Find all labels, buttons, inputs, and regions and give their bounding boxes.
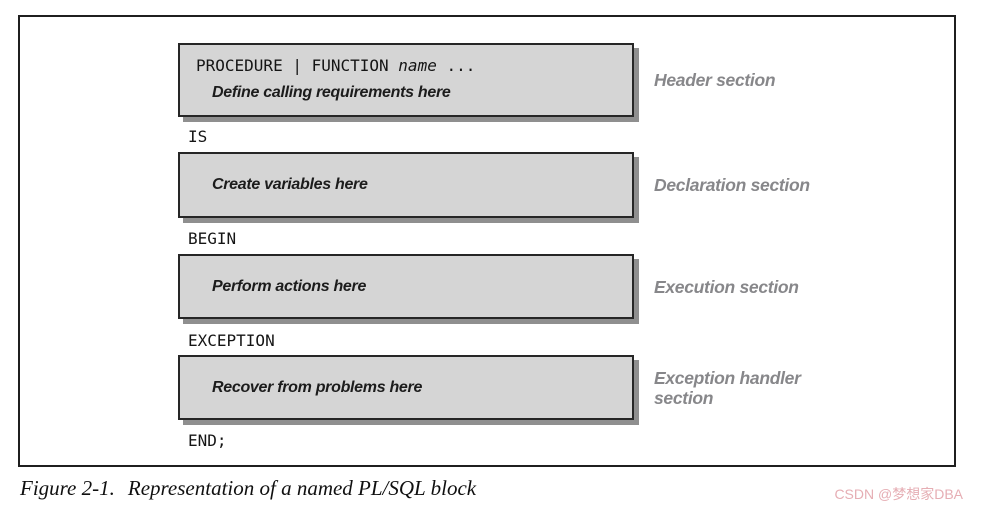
header-section-box: PROCEDURE | FUNCTION name ... Define cal… bbox=[178, 43, 634, 117]
execution-note: Perform actions here bbox=[212, 277, 367, 295]
figure-caption-text: Representation of a named PL/SQL block bbox=[127, 476, 477, 500]
code-procedure-function: PROCEDURE | FUNCTION bbox=[196, 56, 389, 75]
exception-note: Recover from problems here bbox=[212, 378, 423, 396]
code-name-placeholder: name bbox=[398, 56, 437, 75]
keyword-end: END; bbox=[188, 431, 227, 450]
label-header-section: Header section bbox=[654, 70, 776, 90]
header-note: Define calling requirements here bbox=[212, 84, 451, 101]
keyword-begin: BEGIN bbox=[188, 229, 237, 248]
keyword-is: IS bbox=[188, 127, 208, 146]
figure-frame: PROCEDURE | FUNCTION name ... Define cal… bbox=[18, 15, 956, 467]
execution-section-box: Perform actions here bbox=[178, 254, 634, 319]
declaration-section-box: Create variables here bbox=[178, 152, 634, 218]
code-ellipsis: ... bbox=[446, 56, 476, 75]
declaration-note: Create variables here bbox=[212, 176, 368, 193]
label-exception-handler-section: Exception handler section bbox=[654, 367, 801, 408]
keyword-exception: EXCEPTION bbox=[188, 331, 275, 350]
label-execution-section: Execution section bbox=[654, 276, 799, 297]
label-declaration-section: Declaration section bbox=[654, 175, 810, 195]
csdn-watermark: CSDN @梦想家DBA bbox=[834, 486, 963, 502]
exception-section-box: Recover from problems here bbox=[178, 355, 634, 420]
figure-caption: Figure 2-1. Representation of a named PL/… bbox=[20, 476, 476, 501]
header-code-line: PROCEDURE | FUNCTION name ... bbox=[196, 56, 632, 75]
figure-caption-number: Figure 2-1. bbox=[20, 476, 115, 500]
